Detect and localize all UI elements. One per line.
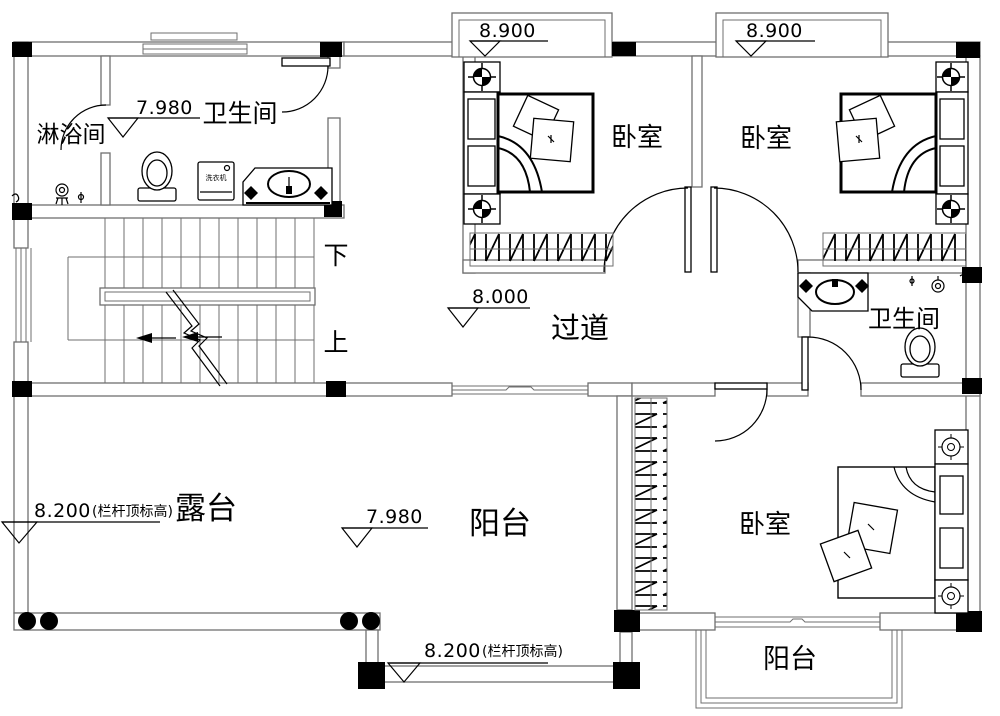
round-column bbox=[18, 612, 36, 630]
hallway-label: 过道 bbox=[551, 311, 609, 345]
sink-counter-icon bbox=[242, 167, 333, 206]
balcony-door-threshold bbox=[452, 385, 588, 395]
round-column bbox=[340, 612, 358, 630]
bottom-balcony-threshold bbox=[715, 616, 880, 628]
elevation-marker-balcony-middle: 7.980 bbox=[340, 506, 428, 548]
headboard-pillow bbox=[467, 98, 496, 140]
round-column bbox=[40, 612, 58, 630]
terrace: 露台 8.200 (栏杆顶标高) bbox=[0, 491, 237, 544]
terrace-label: 露台 bbox=[175, 491, 237, 527]
headboard-pillow bbox=[939, 527, 964, 569]
elevation-value: 7.980 bbox=[366, 506, 423, 528]
elevation-marker-terrace: 8.200 (栏杆顶标高) bbox=[0, 500, 173, 544]
elevation-marker-bath-top: 7.980 bbox=[106, 97, 200, 138]
stair-direction-arrows bbox=[136, 332, 222, 343]
balcony-middle: 阳台 7.980 8.200 (栏杆顶标高) bbox=[340, 506, 563, 683]
elevation-marker-bay-left: 8.900 bbox=[468, 20, 548, 57]
washer-label: 洗衣机 bbox=[206, 173, 227, 182]
bedroom3-door bbox=[714, 382, 768, 442]
bedroom-2-label: 卧室 bbox=[740, 124, 792, 154]
elevation-marker-hallway: 8.000 bbox=[446, 286, 530, 328]
elevation-note: (栏杆顶标高) bbox=[482, 643, 563, 660]
blanket-fold bbox=[893, 466, 936, 503]
toilet-icon bbox=[900, 327, 940, 378]
faucet-icon bbox=[244, 177, 328, 200]
floor-drain-icon bbox=[77, 192, 85, 203]
stair-handrail bbox=[99, 287, 316, 306]
elevation-value: 8.900 bbox=[479, 20, 536, 42]
stair-treads-lower bbox=[104, 305, 315, 383]
bedroom1-door bbox=[603, 186, 692, 273]
bathroom-right-label: 卫生间 bbox=[868, 305, 940, 333]
faucet-icon bbox=[799, 279, 869, 293]
doors bbox=[60, 57, 862, 442]
headboard-pillow bbox=[467, 145, 496, 187]
shower-room: 淋浴间 bbox=[11, 122, 106, 205]
bathroom-right: 卫生间 bbox=[797, 272, 968, 378]
elevation-value: 8.000 bbox=[472, 286, 529, 308]
toilet-icon bbox=[137, 151, 177, 202]
pillow-icon bbox=[835, 94, 896, 163]
bathroom-top-door bbox=[281, 57, 331, 113]
bedroom-3-label: 卧室 bbox=[739, 510, 791, 540]
blanket-fold bbox=[891, 135, 937, 193]
windows bbox=[15, 32, 880, 628]
bathroom-right-door bbox=[801, 336, 862, 391]
round-column bbox=[362, 612, 380, 630]
elevation-value: 7.980 bbox=[136, 97, 193, 119]
elevation-marker-bay-right: 8.900 bbox=[734, 20, 815, 57]
hook-icon bbox=[959, 274, 968, 283]
balcony-rail-mid bbox=[700, 630, 898, 704]
shower-head-icon bbox=[55, 183, 69, 205]
elevation-note: (栏杆顶标高) bbox=[92, 503, 173, 520]
hallway: 过道 8.000 bbox=[446, 286, 609, 345]
elevation-value: 8.900 bbox=[746, 20, 803, 42]
elevation-value: 8.200 bbox=[424, 640, 481, 662]
balcony-middle-label: 阳台 bbox=[469, 506, 531, 542]
bathroom-top: 洗衣机 卫生间 7.980 bbox=[106, 97, 333, 206]
bathroom-top-label: 卫生间 bbox=[202, 99, 277, 128]
ceiling-light-icon bbox=[931, 276, 945, 293]
shower-room-door bbox=[60, 104, 107, 151]
bedroom-1-label: 卧室 bbox=[611, 123, 663, 153]
stair-up-label: 上 bbox=[323, 328, 348, 357]
sink-counter-icon bbox=[797, 272, 869, 312]
balcony-bottom-label: 阳台 bbox=[763, 644, 817, 675]
bedroom-2: 卧室 bbox=[740, 61, 969, 267]
hook-icon bbox=[11, 193, 20, 203]
stair-treads-upper bbox=[104, 218, 315, 288]
bedroom-3: 卧室 bbox=[634, 397, 969, 614]
balcony-rail-outer bbox=[695, 630, 903, 709]
headboard-pillow bbox=[939, 98, 965, 140]
balcony-bottom: 阳台 bbox=[695, 630, 903, 709]
floor-drain-icon bbox=[909, 276, 915, 286]
elevation-marker-balcony-rail: 8.200 (栏杆顶标高) bbox=[386, 640, 563, 683]
blanket-fold bbox=[497, 135, 543, 193]
stair-stringer bbox=[67, 256, 314, 341]
pillow-icon bbox=[819, 501, 899, 583]
staircase: 下 上 bbox=[67, 218, 349, 387]
washing-machine-icon: 洗衣机 bbox=[197, 161, 235, 201]
headboard-pillow bbox=[939, 475, 964, 515]
pillow-icon bbox=[512, 94, 575, 163]
bedroom2-door bbox=[710, 186, 799, 273]
headboard-pillow bbox=[939, 145, 965, 187]
bedroom-1: 卧室 bbox=[463, 61, 663, 267]
shower-room-label: 淋浴间 bbox=[37, 122, 106, 148]
stair-down-label: 下 bbox=[323, 241, 348, 270]
balcony-rail-inner bbox=[705, 630, 893, 699]
left-window bbox=[15, 248, 32, 342]
columns bbox=[12, 42, 982, 689]
elevation-value: 8.200 bbox=[34, 500, 91, 522]
top-window-sill bbox=[150, 32, 238, 41]
